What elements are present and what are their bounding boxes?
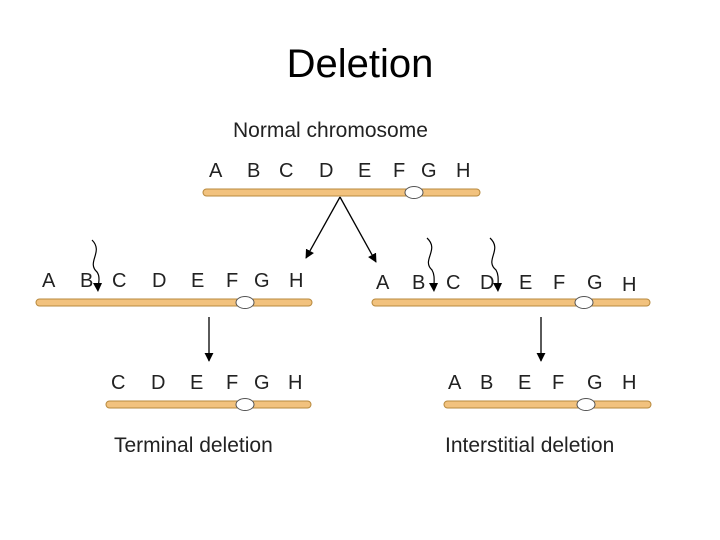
- gene-label: D: [152, 270, 166, 292]
- gene-label: H: [289, 270, 303, 292]
- arrowhead: [93, 283, 102, 292]
- break-point-marker: [426, 237, 435, 288]
- arrow-to-interstitial: [339, 196, 377, 263]
- gene-label: H: [622, 372, 636, 394]
- slide-title: Deletion: [286, 42, 434, 86]
- gene-label: E: [191, 270, 204, 292]
- terminal-deletion-label: Terminal deletion: [114, 434, 273, 457]
- gene-label: D: [480, 272, 494, 294]
- gene-label: B: [247, 160, 260, 182]
- gene-label: C: [279, 160, 293, 182]
- gene-label: C: [446, 272, 460, 294]
- gene-label: E: [358, 160, 371, 182]
- interstitial-result-centromere: [576, 398, 596, 411]
- terminal-result-gene-labels: C D E F G H: [111, 372, 302, 394]
- gene-label: E: [518, 372, 531, 394]
- terminal-intermediate-gene-labels: A B C D E F G H: [42, 270, 303, 292]
- gene-label: F: [553, 272, 565, 294]
- gene-label: F: [393, 160, 405, 182]
- gene-label: G: [254, 270, 270, 292]
- break-point-marker: [489, 237, 499, 288]
- normal-chromosome-label: Normal chromosome: [233, 119, 428, 142]
- gene-label: F: [552, 372, 564, 394]
- gene-label: C: [112, 270, 126, 292]
- interstitial-result-chromosome: [443, 400, 652, 409]
- gene-label: H: [288, 372, 302, 394]
- gene-label: H: [456, 160, 470, 182]
- gene-label: E: [190, 372, 203, 394]
- gene-label: A: [376, 272, 390, 294]
- gene-label: D: [151, 372, 165, 394]
- gene-label: D: [319, 160, 333, 182]
- gene-label: B: [412, 272, 425, 294]
- gene-label: B: [80, 270, 93, 292]
- interstitial-deletion-label: Interstitial deletion: [445, 434, 614, 457]
- terminal-intermediate-chromosome: [35, 298, 313, 307]
- interstitial-result-gene-labels: A B E F G H: [448, 372, 636, 394]
- gene-label: A: [42, 270, 56, 292]
- normal-gene-labels: A B C D E F G H: [209, 160, 470, 182]
- interstitial-intermediate-chromosome: [371, 298, 651, 307]
- interstitial-intermediate-centromere: [574, 296, 594, 309]
- terminal-result-centromere: [235, 398, 255, 411]
- gene-label: F: [226, 270, 238, 292]
- terminal-intermediate-centromere: [235, 296, 255, 309]
- gene-label: B: [480, 372, 493, 394]
- normal-centromere: [404, 186, 424, 199]
- normal-chromosome: [202, 188, 481, 197]
- arrowhead: [493, 283, 502, 292]
- interstitial-intermediate-gene-labels: A B C D E F G H: [376, 272, 636, 296]
- gene-label: C: [111, 372, 125, 394]
- gene-label: G: [587, 372, 603, 394]
- gene-label: G: [587, 272, 603, 294]
- break-point-marker: [91, 239, 100, 288]
- gene-label: E: [519, 272, 532, 294]
- gene-label: G: [421, 160, 437, 182]
- gene-label: A: [448, 372, 462, 394]
- gene-label: A: [209, 160, 223, 182]
- gene-label: F: [226, 372, 238, 394]
- gene-label: H: [622, 274, 636, 296]
- gene-label: G: [254, 372, 270, 394]
- terminal-result-chromosome: [105, 400, 312, 409]
- arrow-to-terminal: [305, 196, 341, 259]
- arrowhead: [429, 283, 438, 292]
